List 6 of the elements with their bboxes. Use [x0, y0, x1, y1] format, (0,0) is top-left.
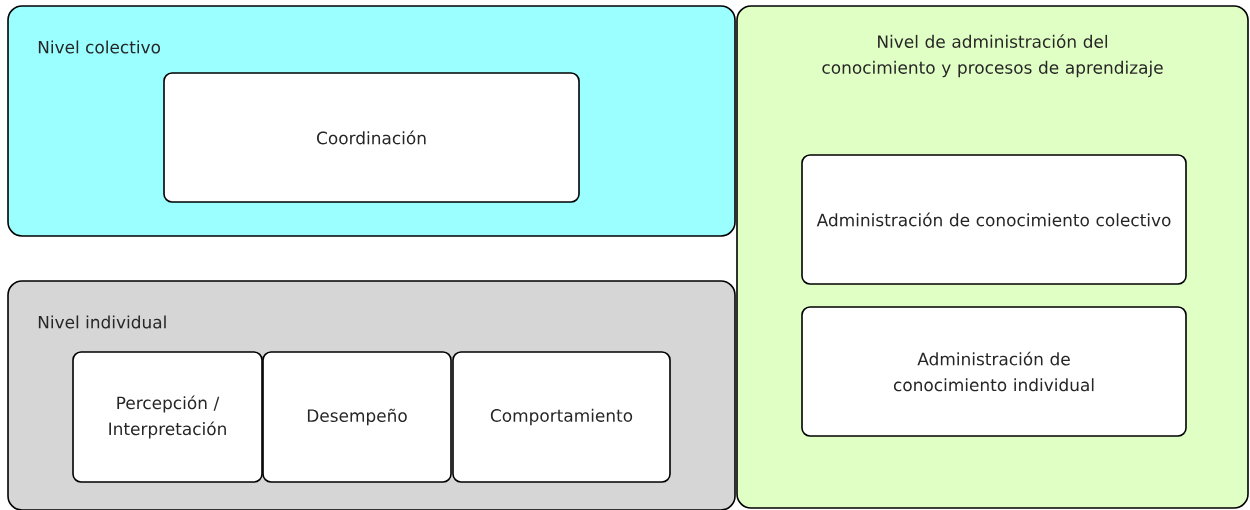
- process-box: Desempeño: [262, 351, 452, 483]
- process-box: Administración de conocimiento colectivo: [801, 154, 1187, 285]
- process-box: Comportamiento: [452, 351, 671, 483]
- process-box: Percepción / Interpretación: [72, 351, 263, 483]
- process-box: Coordinación: [163, 72, 580, 203]
- process-box: Administración de conocimiento individual: [801, 306, 1187, 437]
